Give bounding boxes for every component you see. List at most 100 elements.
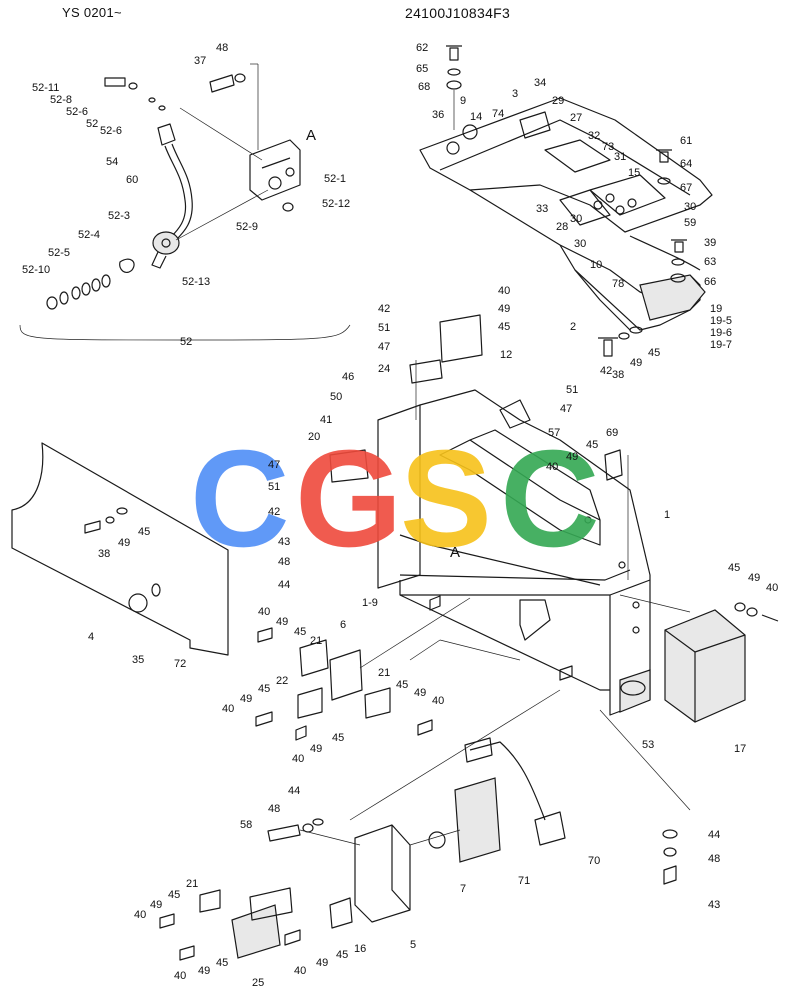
callout-49-l: 49 bbox=[316, 957, 328, 969]
callout-45-b: 45 bbox=[586, 439, 598, 451]
callout-14: 14 bbox=[470, 111, 482, 123]
callout-54: 54 bbox=[106, 156, 118, 168]
callout-51-c: 51 bbox=[268, 481, 280, 493]
callout-51-b: 51 bbox=[566, 384, 578, 396]
callout-69: 69 bbox=[606, 427, 618, 439]
callout-49-d: 49 bbox=[630, 357, 642, 369]
callout-48-top: 48 bbox=[216, 42, 228, 54]
callout-32: 32 bbox=[588, 130, 600, 142]
lower-bracket-assembly bbox=[159, 737, 678, 961]
callout-52-4: 52-4 bbox=[78, 229, 100, 241]
model-serial-range: YS 0201~ bbox=[62, 5, 122, 20]
callout-40-c: 40 bbox=[766, 582, 778, 594]
callout-33: 33 bbox=[536, 203, 548, 215]
callout-40-d: 40 bbox=[258, 606, 270, 618]
callout-49-j: 49 bbox=[150, 899, 162, 911]
callout-40-i: 40 bbox=[174, 970, 186, 982]
callout-27: 27 bbox=[570, 112, 582, 124]
callout-45-f: 45 bbox=[294, 626, 306, 638]
callout-30-c: 30 bbox=[574, 238, 586, 250]
callout-45-j: 45 bbox=[168, 889, 180, 901]
callout-49-g: 49 bbox=[240, 693, 252, 705]
callout-37: 37 bbox=[194, 55, 206, 67]
callout-9: 9 bbox=[460, 95, 466, 107]
callout-34: 34 bbox=[534, 77, 546, 89]
callout-39: 39 bbox=[704, 237, 716, 249]
callout-49-i: 49 bbox=[310, 743, 322, 755]
callout-45-l: 45 bbox=[336, 949, 348, 961]
callout-52-1: 52-1 bbox=[324, 173, 346, 185]
callout-46: 46 bbox=[342, 371, 354, 383]
watermark-letter-c1: C bbox=[190, 422, 290, 576]
callout-31: 31 bbox=[614, 151, 626, 163]
callout-21-a: 21 bbox=[310, 635, 322, 647]
callout-45-i: 45 bbox=[332, 732, 344, 744]
watermark-letter-c2: C bbox=[500, 422, 600, 576]
callout-45-g: 45 bbox=[258, 683, 270, 695]
callout-19: 19 bbox=[710, 303, 722, 315]
callout-36: 36 bbox=[432, 109, 444, 121]
callout-52-a: 52 bbox=[86, 118, 98, 130]
drawing-number: 24100J10834F3 bbox=[405, 5, 511, 21]
callout-49-c: 49 bbox=[118, 537, 130, 549]
callout-41: 41 bbox=[320, 414, 332, 426]
watermark-letter-g: G bbox=[295, 422, 402, 576]
callout-15: 15 bbox=[628, 167, 640, 179]
callout-10: 10 bbox=[590, 259, 602, 271]
callout-40-top: 40 bbox=[498, 285, 510, 297]
callout-40-e: 40 bbox=[222, 703, 234, 715]
callout-60: 60 bbox=[126, 174, 138, 186]
callout-65: 65 bbox=[416, 63, 428, 75]
callout-57: 57 bbox=[548, 427, 560, 439]
callout-19-5: 19-5 bbox=[710, 315, 732, 327]
callout-45-k: 45 bbox=[216, 957, 228, 969]
callout-24: 24 bbox=[378, 363, 390, 375]
callout-49-top: 49 bbox=[498, 303, 510, 315]
callout-20: 20 bbox=[308, 431, 320, 443]
callout-68: 68 bbox=[418, 81, 430, 93]
callout-52-13: 52-13 bbox=[182, 276, 210, 288]
callout-78: 78 bbox=[612, 278, 624, 290]
callout-48-c: 48 bbox=[268, 803, 280, 815]
callout-40-g: 40 bbox=[292, 753, 304, 765]
callout-73: 73 bbox=[602, 141, 614, 153]
callout-49-k: 49 bbox=[198, 965, 210, 977]
callout-49-e: 49 bbox=[748, 572, 760, 584]
callout-30-b: 30 bbox=[684, 201, 696, 213]
callout-7: 7 bbox=[460, 883, 466, 895]
callout-17: 17 bbox=[734, 743, 746, 755]
callout-52-b: 52 bbox=[180, 336, 192, 348]
callout-45-d: 45 bbox=[648, 347, 660, 359]
callout-59: 59 bbox=[684, 217, 696, 229]
watermark-logo: C G S C bbox=[190, 422, 600, 576]
callout-72: 72 bbox=[174, 658, 186, 670]
callout-43-a: 43 bbox=[278, 536, 290, 548]
callout-48-d: 48 bbox=[708, 853, 720, 865]
callout-42-c: 42 bbox=[268, 506, 280, 518]
callout-66: 66 bbox=[704, 276, 716, 288]
callout-16: 16 bbox=[354, 943, 366, 955]
callout-43-b: 43 bbox=[708, 899, 720, 911]
callout-38-a: 38 bbox=[98, 548, 110, 560]
callout-52-8: 52-8 bbox=[50, 94, 72, 106]
callout-19-6: 19-6 bbox=[710, 327, 732, 339]
callout-38-b: 38 bbox=[612, 369, 624, 381]
callout-53: 53 bbox=[642, 739, 654, 751]
callout-45-e: 45 bbox=[728, 562, 740, 574]
callout-35: 35 bbox=[132, 654, 144, 666]
console-assembly bbox=[419, 45, 713, 357]
callout-52-12: 52-12 bbox=[322, 198, 350, 210]
callout-67: 67 bbox=[680, 182, 692, 194]
callout-12: 12 bbox=[500, 349, 512, 361]
callout-45-c: 45 bbox=[138, 526, 150, 538]
callout-2: 2 bbox=[570, 321, 576, 333]
callout-52-3: 52-3 bbox=[108, 210, 130, 222]
callout-61: 61 bbox=[680, 135, 692, 147]
callout-42-b: 42 bbox=[600, 365, 612, 377]
callout-52-11: 52-11 bbox=[32, 82, 59, 94]
callout-40-h: 40 bbox=[134, 909, 146, 921]
callout-71: 71 bbox=[518, 875, 530, 887]
callout-28: 28 bbox=[556, 221, 568, 233]
callout-62: 62 bbox=[416, 42, 428, 54]
